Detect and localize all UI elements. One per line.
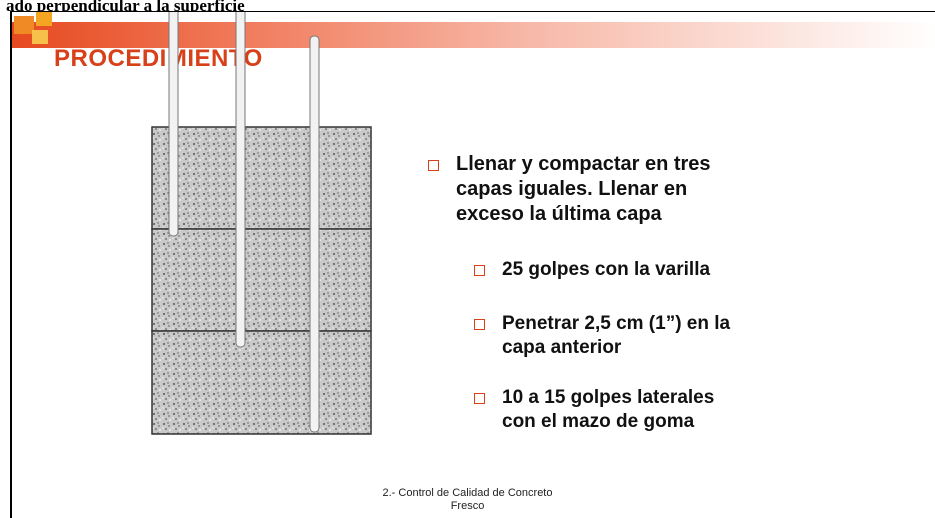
bullet-line: 10 a 15 golpes laterales — [502, 387, 715, 408]
decorative-square-2 — [36, 12, 52, 26]
bullet-line: 25 golpes con la varilla — [502, 259, 711, 280]
bullet-line: con el mazo de goma — [502, 411, 695, 432]
concrete-layer-2 — [151, 228, 372, 332]
bullet-marker-icon — [474, 319, 485, 330]
bullet-marker-icon — [428, 160, 439, 171]
bullet-line: exceso la última capa — [456, 203, 662, 225]
bullet-marker-icon — [474, 393, 485, 404]
slide-footer: 2.- Control de Calidad de Concreto Fresc… — [0, 487, 935, 513]
concrete-layers-illustration — [151, 12, 372, 435]
slide-title: PROCEDIMIENTO — [54, 45, 263, 72]
bullet-line: capas iguales. Llenar en — [456, 178, 688, 200]
concrete-layer-1 — [151, 126, 372, 230]
bullet-marker-icon — [474, 265, 485, 276]
bullet-line: Penetrar 2,5 cm (1”) en la — [502, 313, 731, 334]
bullet-line: capa anterior — [502, 337, 622, 358]
title-bar — [12, 22, 935, 48]
slide: PROCEDIMIENTO Llenar y compactar en tres… — [10, 11, 935, 518]
concrete-layer-3 — [151, 330, 372, 435]
tamping-rod-1 — [168, 12, 179, 237]
footer-line: 2.- Control de Calidad de Concreto — [382, 487, 553, 499]
decorative-square-3 — [32, 30, 48, 44]
tamping-rod-2 — [235, 12, 246, 348]
bullet-line: Llenar y compactar en tres — [456, 153, 711, 175]
footer-line: Fresco — [450, 500, 485, 512]
tamping-rod-3 — [309, 35, 320, 433]
decorative-square-1 — [14, 16, 34, 34]
